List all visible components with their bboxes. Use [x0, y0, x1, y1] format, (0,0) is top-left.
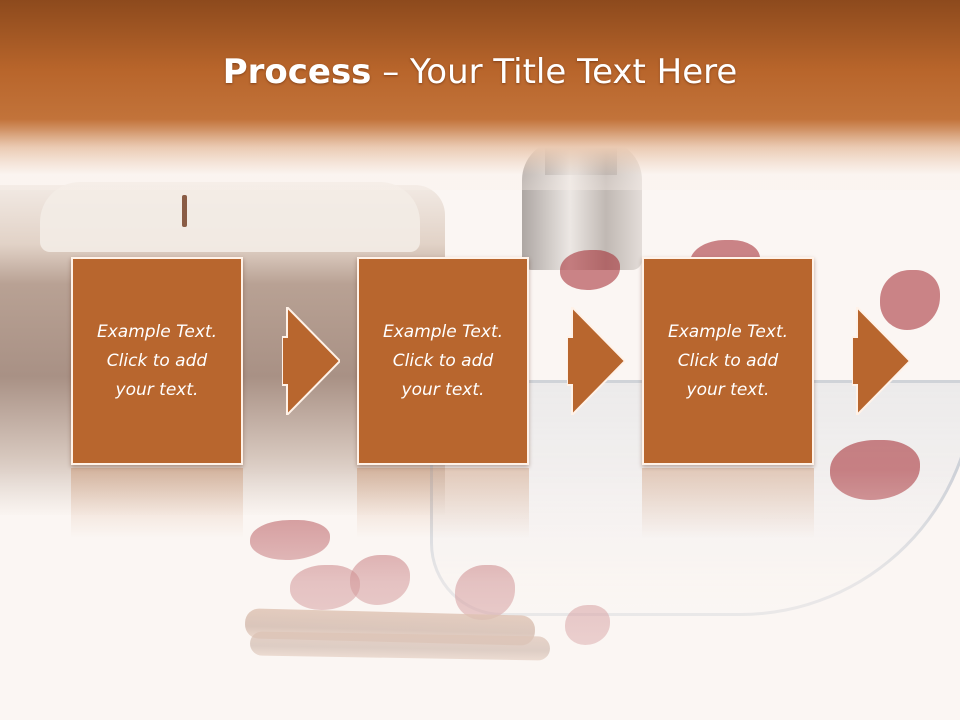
process-box-text: Example Text. Click to add your text.: [667, 321, 789, 400]
arrow-right-icon: [282, 307, 340, 415]
box-reflection: [642, 468, 814, 538]
process-box-3[interactable]: Example Text. Click to add your text.: [642, 257, 814, 465]
title-bar-fade: [0, 130, 960, 190]
candle-top: [40, 182, 420, 252]
candle-wick: [182, 195, 187, 227]
arrow-right-icon: [852, 307, 910, 415]
box-reflection: [357, 468, 529, 538]
petal: [560, 250, 620, 290]
process-box-text: Example Text. Click to add your text.: [96, 321, 218, 400]
process-box-2[interactable]: Example Text. Click to add your text.: [357, 257, 529, 465]
petal: [880, 270, 940, 330]
slide-title[interactable]: Process – Your Title Text Here: [0, 52, 960, 92]
process-box-text: Example Text. Click to add your text.: [382, 321, 504, 400]
title-rest: – Your Title Text Here: [371, 52, 738, 92]
arrow-right-icon: [567, 307, 625, 415]
process-box-1[interactable]: Example Text. Click to add your text.: [71, 257, 243, 465]
title-bold: Process: [222, 52, 372, 92]
box-reflection: [71, 468, 243, 538]
bottom-fade: [0, 470, 960, 720]
title-bar: [0, 0, 960, 175]
